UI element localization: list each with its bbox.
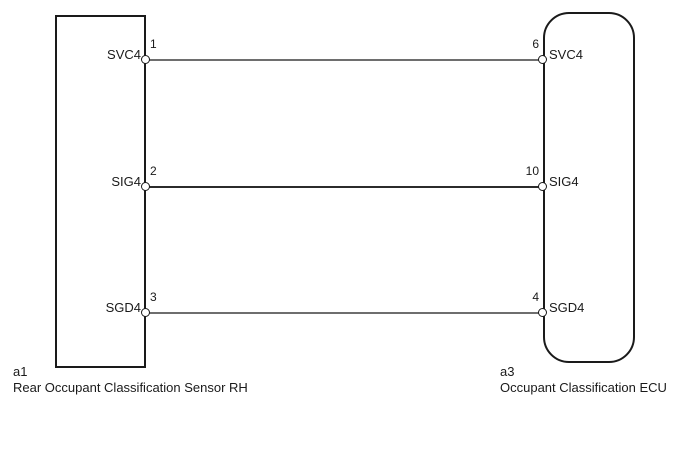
left-pin-number-2: 2	[150, 164, 157, 178]
left-pin-label-sig4: SIG4	[111, 174, 141, 189]
left-pin-label-sgd4: SGD4	[105, 300, 141, 315]
right-pin-number-6: 6	[532, 37, 539, 51]
right-pin-number-10: 10	[525, 164, 539, 178]
wire-sgd4	[146, 312, 543, 314]
terminal-circle-left-pin2	[141, 182, 150, 191]
left-pin-number-1: 1	[150, 37, 157, 51]
left-component-name: Rear Occupant Classification Sensor RH	[13, 380, 248, 395]
terminal-circle-right-pin6	[538, 55, 547, 64]
left-pin-label-svc4: SVC4	[107, 47, 141, 62]
terminal-circle-right-pin10	[538, 182, 547, 191]
wire-sig4	[146, 186, 543, 188]
right-component-name: Occupant Classification ECU	[500, 380, 667, 395]
wire-svc4	[146, 59, 543, 61]
right-pin-label-sgd4: SGD4	[549, 300, 585, 315]
left-component-box	[55, 15, 146, 368]
right-component-code: a3	[500, 364, 515, 379]
right-pin-number-4: 4	[532, 290, 539, 304]
right-pin-label-svc4: SVC4	[549, 47, 583, 62]
terminal-circle-left-pin3	[141, 308, 150, 317]
right-pin-label-sig4: SIG4	[549, 174, 579, 189]
terminal-circle-left-pin1	[141, 55, 150, 64]
terminal-circle-right-pin4	[538, 308, 547, 317]
left-component-code: a1	[13, 364, 28, 379]
left-pin-number-3: 3	[150, 290, 157, 304]
